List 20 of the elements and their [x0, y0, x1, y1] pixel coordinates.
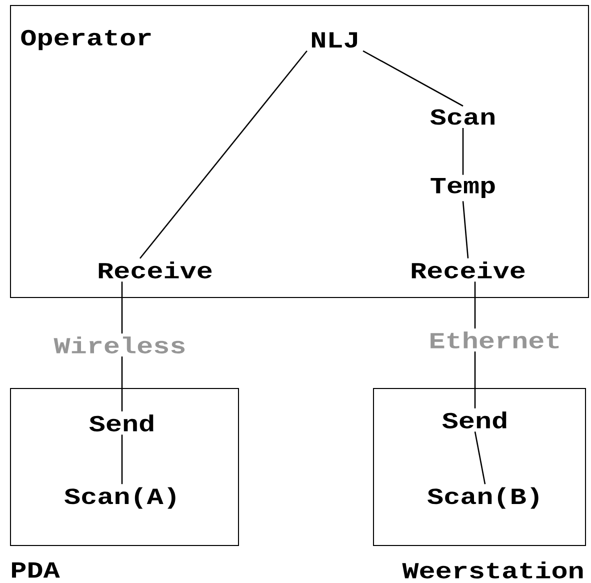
operator-label: Receive	[98, 262, 212, 278]
operator-label: Send	[442, 412, 506, 428]
operator-label: Receive	[412, 262, 525, 278]
connector-line	[140, 50, 308, 259]
connector-line	[362, 50, 464, 107]
connector-line	[462, 201, 469, 258]
connector-line	[121, 434, 123, 484]
connector-line	[462, 128, 464, 175]
operator-label: Scan(B)	[428, 487, 538, 509]
edge-label: Wireless	[50, 334, 190, 356]
operator-label: Scan	[430, 109, 494, 125]
operator-label: Temp	[430, 178, 495, 198]
edge-label: Ethernet	[426, 328, 564, 352]
box-heading: PDA	[12, 562, 60, 578]
box-heading: Operator	[21, 30, 151, 50]
operator-label: Send	[89, 414, 154, 432]
operator-label: NLJ	[312, 32, 358, 48]
connector-line	[474, 432, 486, 484]
operator-label: Scan(A)	[64, 487, 176, 509]
box-heading: Weerstation	[402, 562, 583, 578]
